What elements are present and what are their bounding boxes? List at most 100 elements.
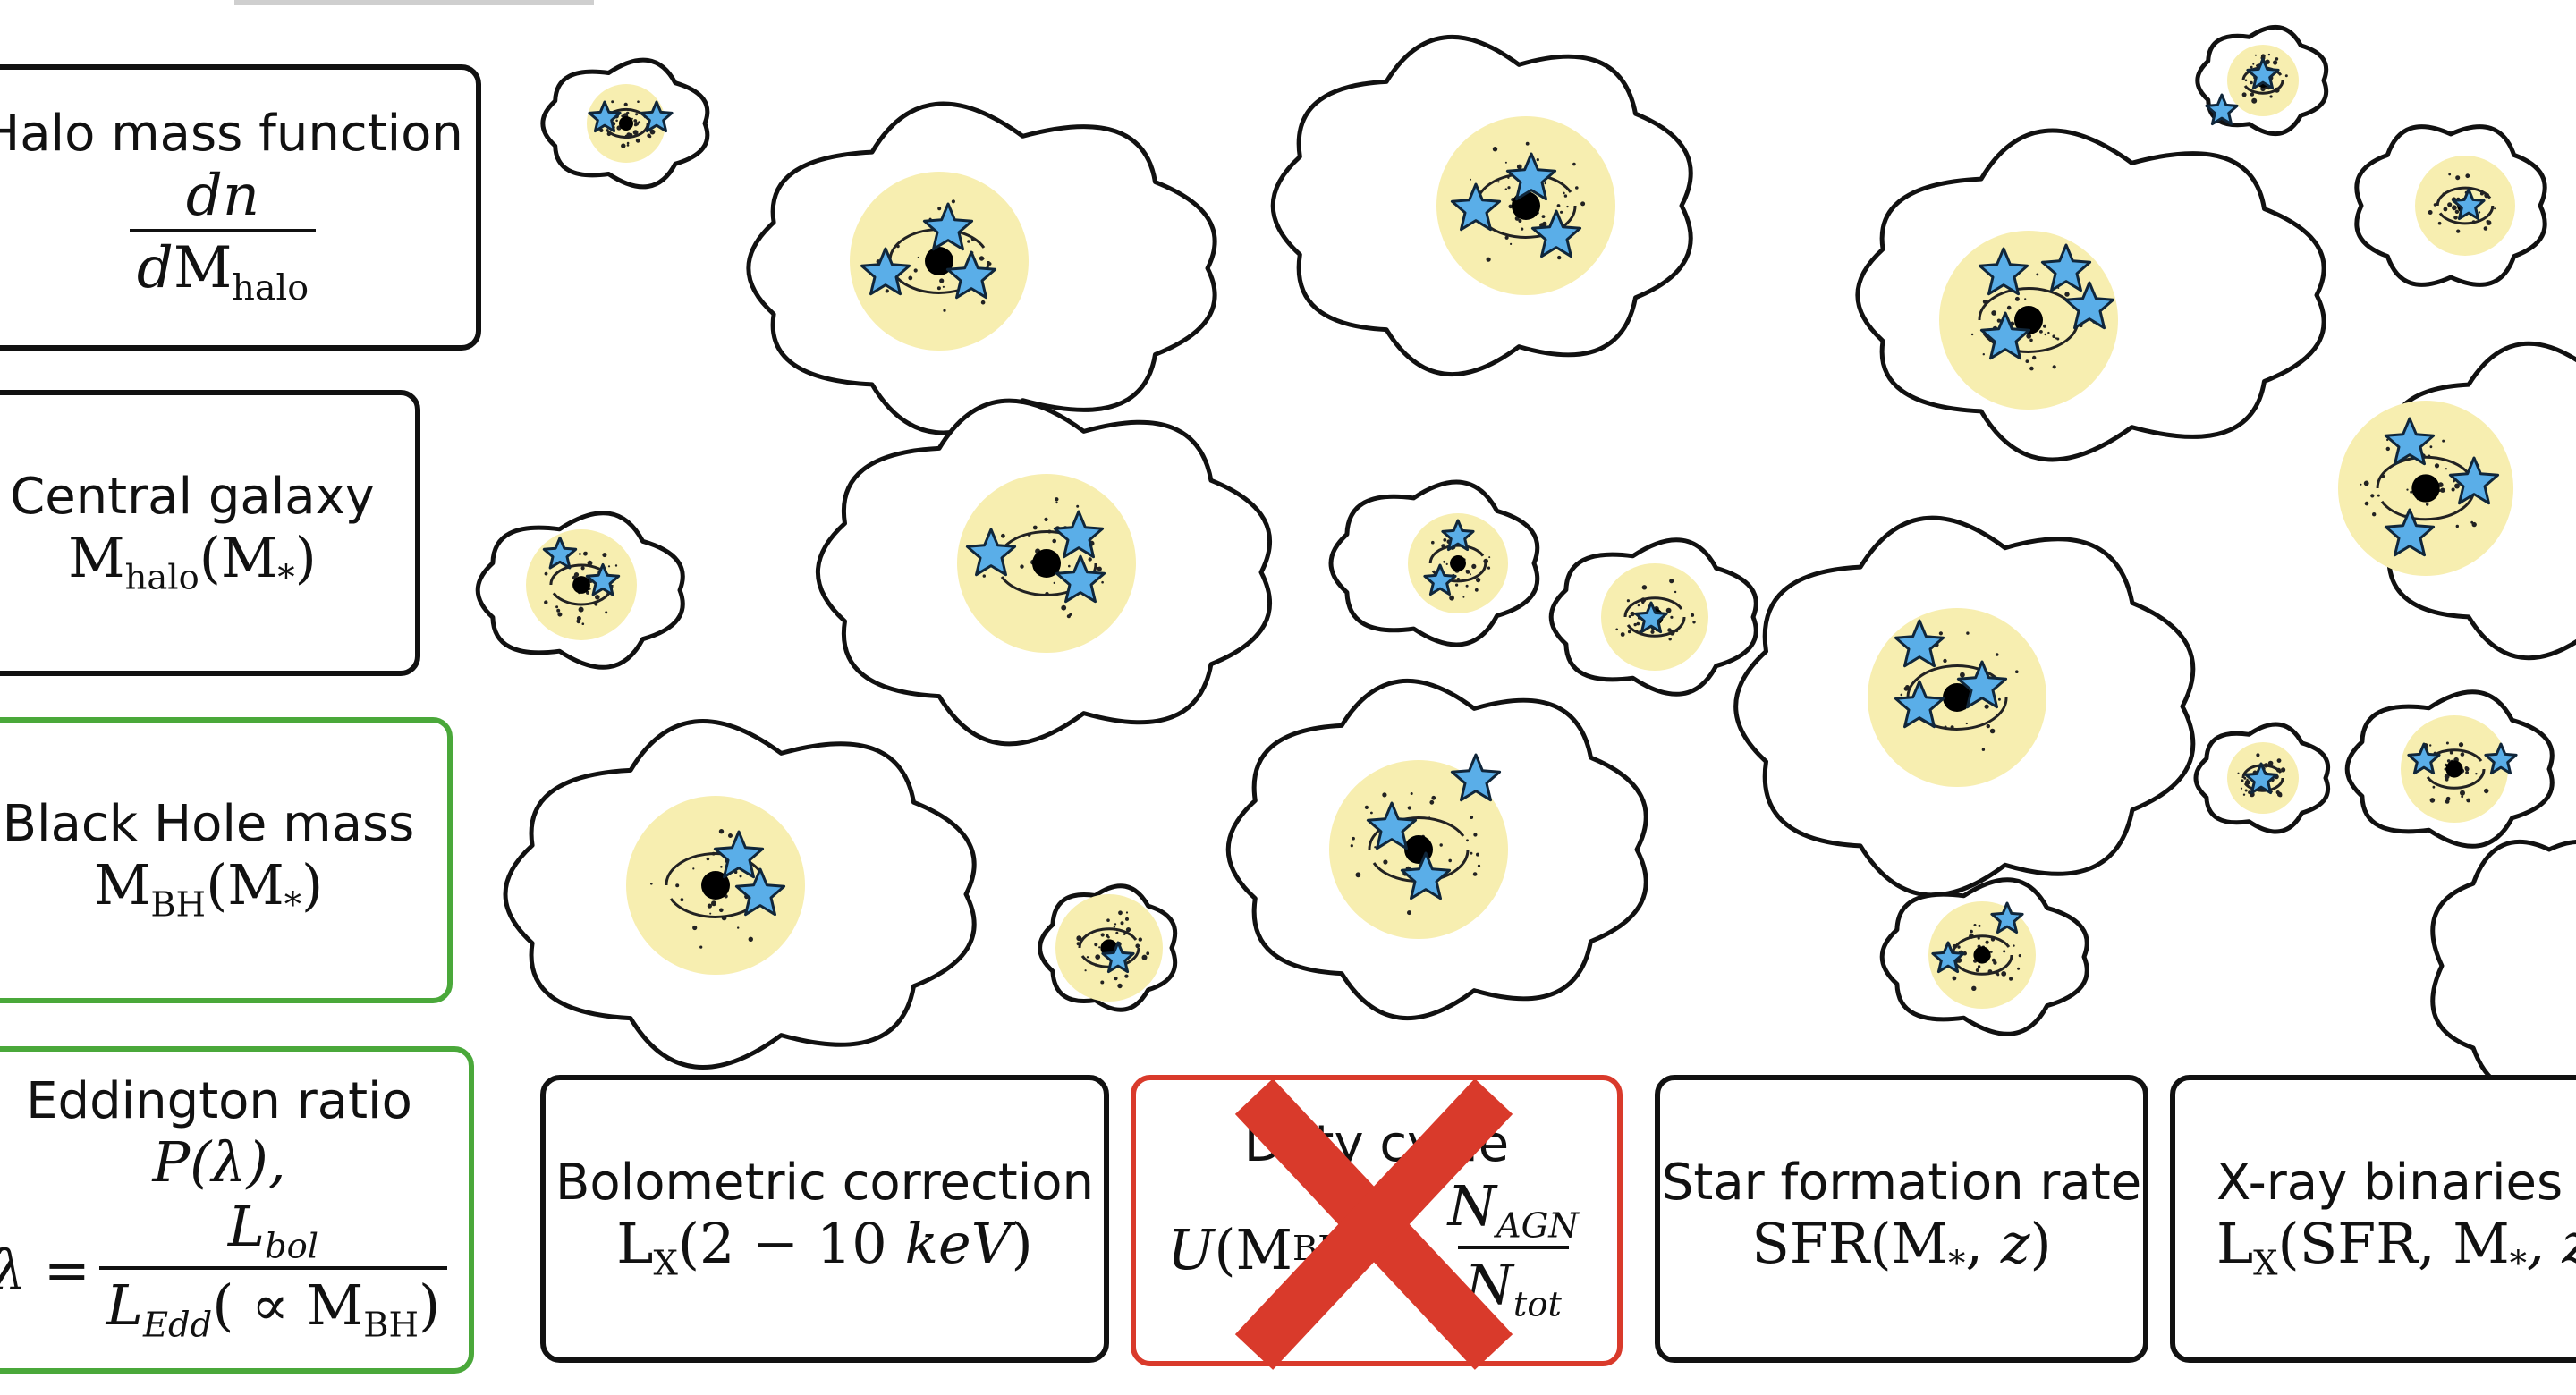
duty-den: N xyxy=(1464,1252,1513,1318)
bol-unit: keV xyxy=(904,1210,1012,1276)
dark-matter-halo-icon xyxy=(475,511,685,670)
star-icon xyxy=(1053,510,1105,559)
x-ray-binaries-title: X-ray binaries xyxy=(2216,1153,2563,1212)
star-icon xyxy=(1450,182,1502,232)
star-icon xyxy=(1990,901,2024,934)
dark-matter-halo-icon xyxy=(1879,877,2089,1036)
x-ray-binaries-box: X-ray binaries LX(SFR, M*, z xyxy=(2170,1075,2576,1363)
star-icon xyxy=(1423,563,1457,596)
bol-l: L xyxy=(616,1210,654,1276)
star-icon xyxy=(1055,554,1106,604)
star-icon xyxy=(2384,417,2436,466)
eddington-num-sub: bol xyxy=(265,1226,319,1267)
galaxy-icon xyxy=(850,172,1029,351)
duty-num: N xyxy=(1447,1172,1496,1239)
star-icon xyxy=(2063,281,2115,330)
star-icon xyxy=(922,202,974,251)
star-icon xyxy=(2448,456,2500,505)
central-m-sub: halo xyxy=(124,557,199,598)
star-icon xyxy=(585,562,621,596)
central-galaxy-box: Central galaxy Mhalo(M*) xyxy=(0,390,420,676)
star-icon xyxy=(2407,742,2441,775)
eddington-den-rest: ( ∝ M xyxy=(212,1272,364,1339)
star-icon xyxy=(1400,851,1452,900)
duty-arg-sub: BH xyxy=(1292,1229,1348,1270)
bh-m: M xyxy=(93,851,151,917)
top-tab xyxy=(234,0,594,5)
bh-close: ) xyxy=(301,851,324,917)
duty-den-sub: tot xyxy=(1513,1284,1562,1325)
star-icon xyxy=(2484,742,2518,775)
eddington-num-l: L xyxy=(227,1193,266,1259)
star-icon xyxy=(1956,660,2008,709)
dark-matter-halo-icon xyxy=(1270,35,1693,376)
xrb-rest: (SFR, M xyxy=(2277,1210,2510,1276)
galaxy-icon xyxy=(1055,894,1163,1002)
xrb-rest-sub: * xyxy=(2509,1243,2528,1284)
star-icon xyxy=(1634,601,1668,634)
xrb-l-sub: X xyxy=(2253,1243,2278,1284)
star-icon xyxy=(2384,508,2436,557)
galaxy-icon xyxy=(2401,715,2508,823)
bolometric-correction-formula: LX(2 − 10 keV) xyxy=(616,1212,1032,1284)
eddington-lhs: λ = xyxy=(0,1237,90,1303)
dark-matter-halo-icon xyxy=(2354,124,2547,287)
dark-matter-halo-icon xyxy=(1038,884,1178,1012)
star-icon xyxy=(2246,57,2280,90)
galaxy-icon xyxy=(1868,608,2046,787)
eddington-p-lambda: P(λ), xyxy=(152,1129,286,1196)
sfr-z: z xyxy=(2000,1210,2030,1276)
duty-mid: ) = xyxy=(1347,1216,1434,1282)
star-formation-rate-formula: SFR(M*, z) xyxy=(1751,1212,2051,1284)
star-icon xyxy=(640,100,674,133)
dark-matter-halo-icon xyxy=(2195,24,2329,137)
black-hole-mass-title: Black Hole mass xyxy=(2,794,415,853)
galaxy-icon xyxy=(2338,401,2513,576)
star-icon xyxy=(713,830,765,879)
dark-matter-halo-icon xyxy=(816,398,1272,747)
central-arg-sub: * xyxy=(277,557,295,598)
bh-arg: (M xyxy=(206,851,284,917)
star-icon xyxy=(2244,762,2278,795)
star-icon xyxy=(2040,243,2092,292)
halo-mass-function-formula: dn dMhalo xyxy=(129,163,317,309)
galaxy-icon xyxy=(957,474,1136,653)
star-icon xyxy=(1978,247,2029,296)
dark-matter-halo-icon xyxy=(503,719,977,1070)
dark-matter-halo-icon xyxy=(1548,537,1758,697)
dark-matter-halo-icon xyxy=(1733,515,2196,898)
central-galaxy-title: Central galaxy xyxy=(10,467,375,526)
halo-fraction-sub: halo xyxy=(232,267,309,309)
bh-m-sub: BH xyxy=(150,884,207,926)
star-icon xyxy=(965,528,1017,577)
bolometric-correction-box: Bolometric correction LX(2 − 10 keV) xyxy=(540,1075,1109,1363)
star-icon xyxy=(1366,801,1418,850)
xrb-l: L xyxy=(2216,1210,2254,1276)
star-icon xyxy=(1450,753,1502,802)
duty-u: U xyxy=(1167,1216,1215,1282)
star-icon xyxy=(1505,152,1557,201)
xrb-tail: , z xyxy=(2527,1210,2576,1276)
eddington-den-rest-sub: BH xyxy=(363,1305,419,1346)
eddington-ratio-box: Eddington ratio P(λ), λ = Lbol LEdd( ∝ M… xyxy=(0,1046,474,1374)
star-icon xyxy=(588,100,622,133)
duty-fraction: NAGN Ntot xyxy=(1441,1172,1586,1325)
duty-arg: (M xyxy=(1214,1216,1292,1282)
star-formation-rate-title: Star formation rate xyxy=(1661,1153,2142,1212)
central-m: M xyxy=(68,524,125,590)
star-formation-rate-box: Star formation rate SFR(M*, z) xyxy=(1655,1075,2148,1363)
x-ray-binaries-formula: LX(SFR, M*, z xyxy=(2216,1212,2576,1284)
star-icon xyxy=(1931,941,1965,974)
sfr-sub: * xyxy=(1948,1243,1966,1284)
duty-num-sub: AGN xyxy=(1496,1205,1579,1246)
star-icon xyxy=(860,247,911,296)
star-icon xyxy=(2452,188,2486,221)
dark-matter-halo-icon xyxy=(1225,679,1648,1020)
halo-mass-function-box: Halo mass function dn dMhalo xyxy=(0,64,481,351)
star-icon xyxy=(945,250,997,300)
star-icon xyxy=(1894,619,1945,668)
bol-rest: (2 − 10 xyxy=(677,1210,905,1276)
